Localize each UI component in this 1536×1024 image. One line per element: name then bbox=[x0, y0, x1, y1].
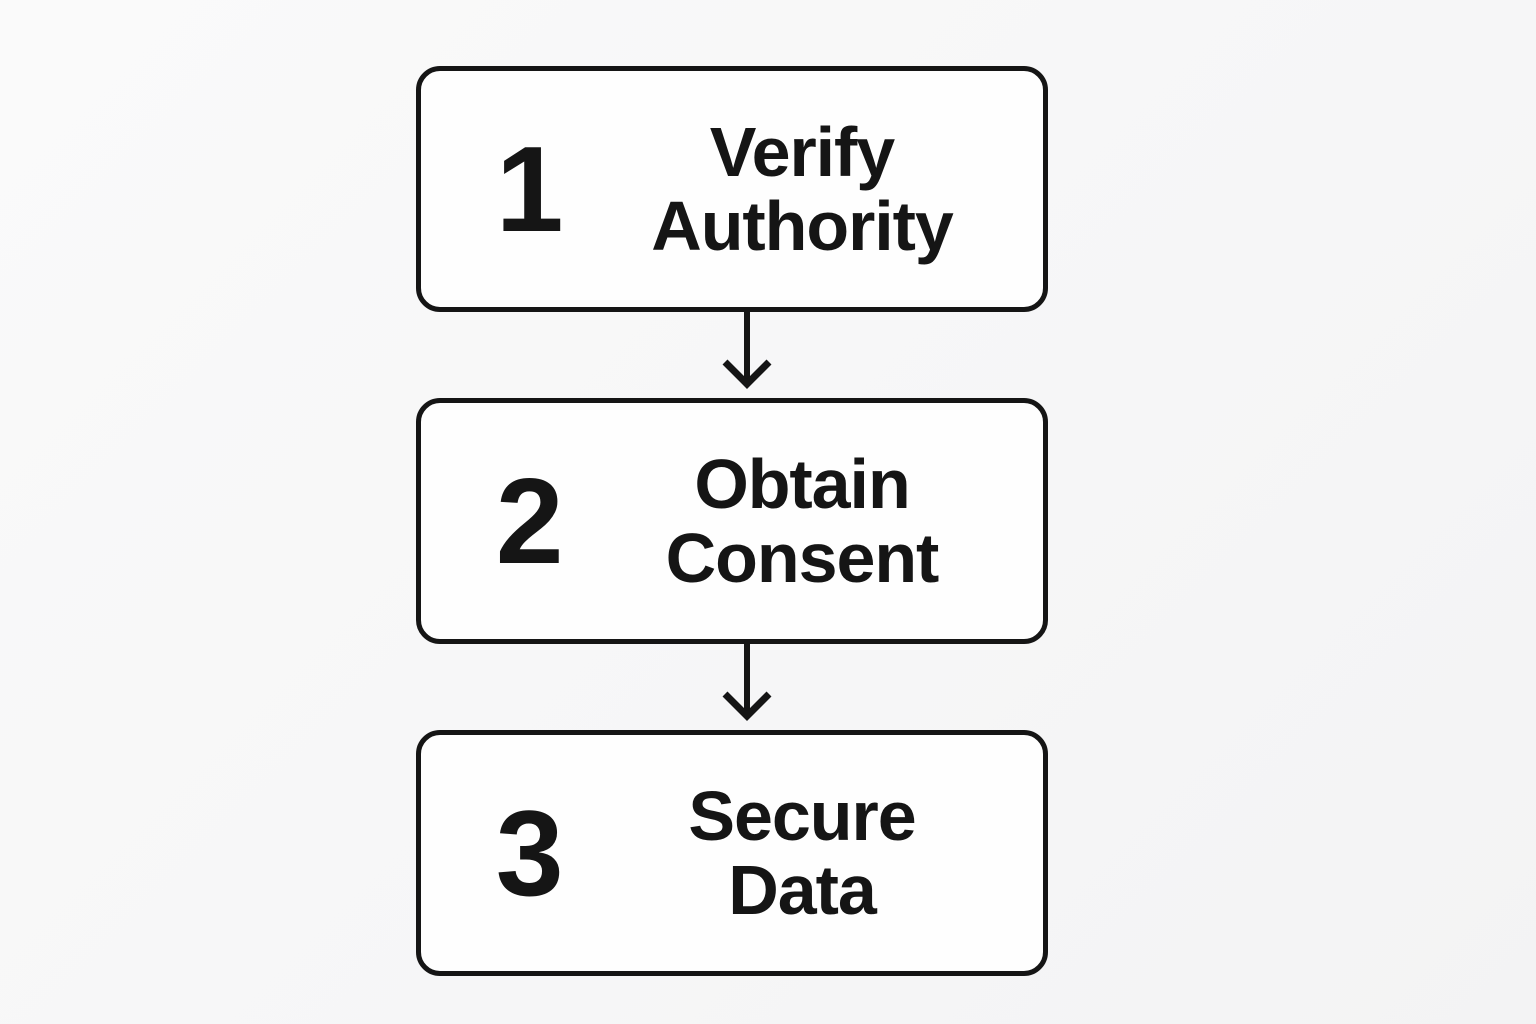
step-label-line1: Secure bbox=[688, 776, 916, 855]
step-label: Verify Authority bbox=[581, 115, 1023, 263]
down-arrow-icon bbox=[722, 644, 772, 721]
step-number: 1 bbox=[495, 121, 564, 257]
connector-2-3 bbox=[416, 644, 1048, 730]
step-label: Obtain Consent bbox=[581, 447, 1023, 595]
flowchart: 1 Verify Authority 2 Obtain Consent 3 Se… bbox=[416, 66, 1048, 976]
step-label-line2: Consent bbox=[665, 519, 940, 597]
step-label: Secure Data bbox=[581, 779, 1023, 927]
step-label-line1: Verify bbox=[709, 112, 895, 191]
down-arrow-icon bbox=[722, 312, 772, 389]
step-label-line1: Obtain bbox=[694, 444, 910, 523]
step-label-line2: Data bbox=[728, 851, 877, 929]
connector-1-2 bbox=[416, 312, 1048, 398]
step-number: 3 bbox=[495, 785, 564, 921]
step-number: 2 bbox=[495, 453, 564, 589]
step-box-obtain-consent: 2 Obtain Consent bbox=[416, 398, 1048, 644]
step-label-line2: Authority bbox=[651, 187, 954, 265]
step-box-secure-data: 3 Secure Data bbox=[416, 730, 1048, 976]
step-box-verify-authority: 1 Verify Authority bbox=[416, 66, 1048, 312]
